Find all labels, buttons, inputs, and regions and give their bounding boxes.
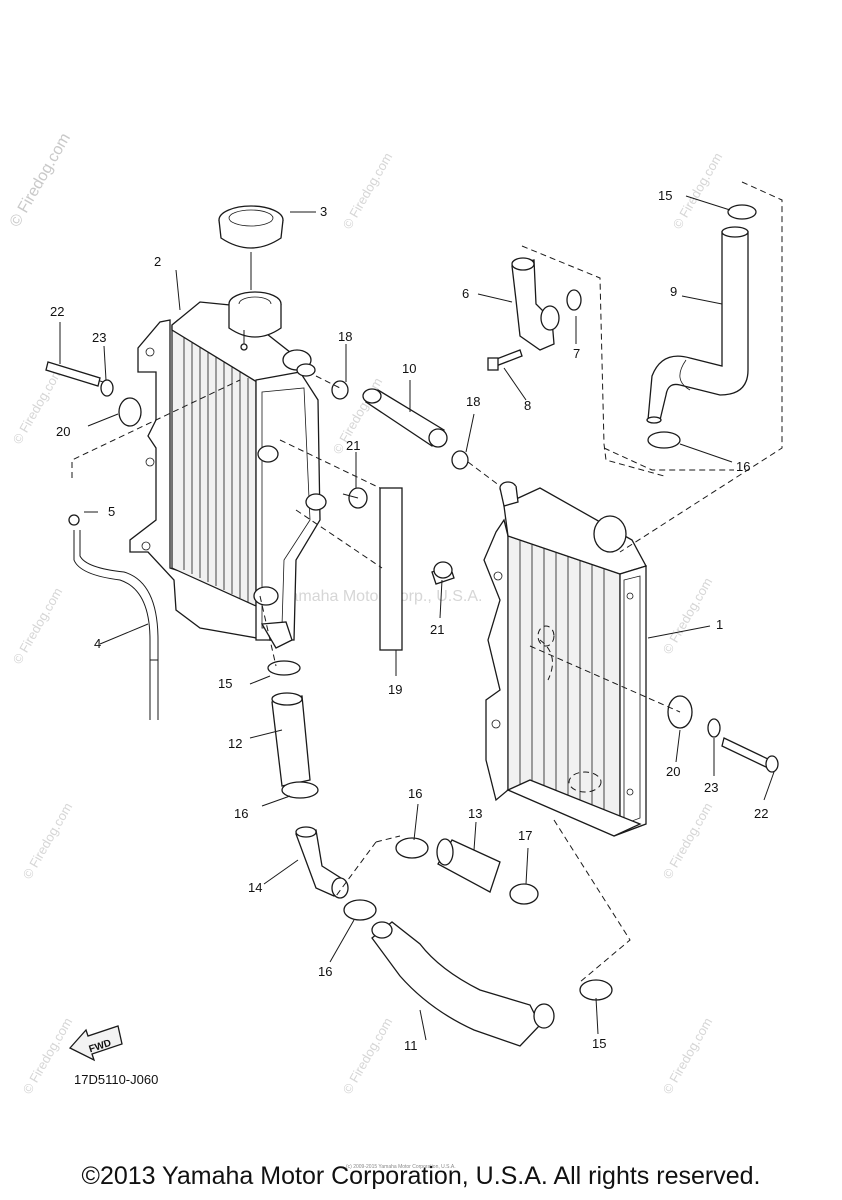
diagram-code: 17D5110-J060: [74, 1072, 158, 1087]
callout-15-top: 15: [658, 188, 672, 203]
leader-lines: [59, 195, 775, 1041]
callout-7: 7: [573, 346, 580, 361]
callout-18-left: 18: [338, 329, 352, 344]
callout-18-right: 18: [466, 394, 480, 409]
bottom-hoses: [371, 837, 613, 1047]
callout-10: 10: [402, 361, 416, 376]
callout-13: 13: [468, 806, 482, 821]
fwd-arrow-icon: FWD: [68, 1025, 123, 1062]
damper-strip: [379, 487, 403, 651]
watermark: © Firedog.com: [20, 1015, 76, 1097]
callout-5: 5: [108, 504, 115, 519]
callout-1: 1: [716, 617, 723, 632]
callout-12: 12: [228, 736, 242, 751]
callout-15-bottom: 15: [592, 1036, 606, 1051]
watermark: © Firedog.com: [10, 585, 66, 667]
overflow-hose: [68, 514, 159, 720]
left-fasteners: [45, 361, 368, 509]
watermark: © Firedog.com: [660, 1015, 716, 1097]
callout-numbers: 1 2 3 4 5 6 7 8 9 10 11 12 13 14 15 15 1…: [50, 188, 768, 1053]
callout-8: 8: [524, 398, 531, 413]
callout-20-right: 20: [666, 764, 680, 779]
callout-22-left: 22: [50, 304, 64, 319]
callout-4: 4: [94, 636, 101, 651]
lower-left-hoses: [267, 660, 377, 921]
callout-6: 6: [462, 286, 469, 301]
short-hose: [331, 380, 469, 470]
callout-16-left: 16: [234, 806, 248, 821]
left-radiator: [129, 291, 327, 649]
upper-hose: [646, 204, 757, 449]
right-radiator: [483, 481, 647, 837]
callout-19: 19: [388, 682, 402, 697]
callout-20-left: 20: [56, 424, 70, 439]
watermark: © Firedog.com: [670, 150, 726, 232]
tiny-copyright: (c) 2009-2015 Yamaha Motor Corporation, …: [346, 1164, 456, 1170]
radiator-cap: [218, 205, 284, 290]
callout-3: 3: [320, 204, 327, 219]
right-fasteners: [431, 561, 779, 773]
watermark: © Firedog.com: [660, 800, 716, 882]
callout-2: 2: [154, 254, 161, 269]
watermark: © Firedog.com: [340, 150, 396, 232]
callout-21-right: 21: [430, 622, 444, 637]
callout-21-left: 21: [346, 438, 360, 453]
watermark: © Firedog.com: [340, 1015, 396, 1097]
callout-15-left: 15: [218, 676, 232, 691]
callout-9: 9: [670, 284, 677, 299]
callout-16-middle: 16: [408, 786, 422, 801]
callout-22-right: 22: [754, 806, 768, 821]
callout-14: 14: [248, 880, 262, 895]
hose-fitting: [487, 257, 582, 371]
watermark-main: © Firedog.com: [7, 130, 74, 230]
copyright-footer: ©2013 Yamaha Motor Corporation, U.S.A. A…: [81, 1162, 761, 1190]
callout-23-right: 23: [704, 780, 718, 795]
callout-11: 11: [404, 1038, 418, 1053]
callout-17: 17: [518, 828, 532, 843]
watermark: © Firedog.com: [660, 575, 716, 657]
watermark: © Firedog.com: [20, 800, 76, 882]
callout-16-right: 16: [736, 459, 750, 474]
callout-16-bottom: 16: [318, 964, 332, 979]
callout-23-left: 23: [92, 330, 106, 345]
assembly-lines: [71, 181, 783, 983]
